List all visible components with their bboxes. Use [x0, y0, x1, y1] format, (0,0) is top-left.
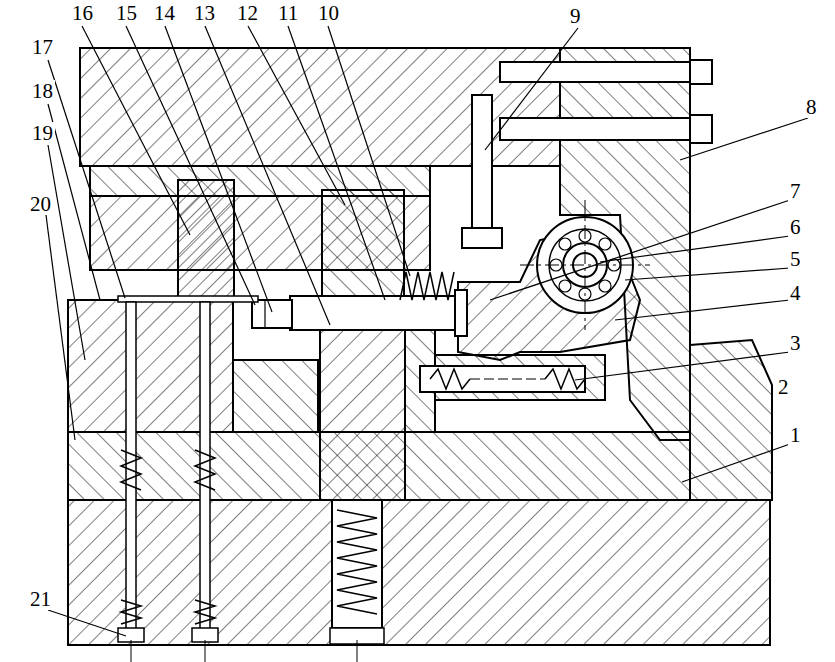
callout-number: 15	[114, 2, 139, 24]
callout-number: 1	[788, 424, 803, 446]
callout-number: 6	[788, 216, 803, 238]
callout-number: 20	[28, 193, 53, 215]
drawing-body	[68, 48, 772, 662]
callout-number: 18	[30, 80, 55, 102]
callout-number: 13	[192, 2, 217, 24]
callout-number: 2	[776, 376, 791, 398]
callout-number: 19	[30, 122, 55, 144]
callout-number: 7	[788, 180, 803, 202]
callout-number: 3	[788, 332, 803, 354]
callout-number: 21	[28, 588, 53, 610]
leader-lines	[46, 26, 808, 636]
callout-number: 10	[316, 2, 341, 24]
callout-number: 9	[568, 5, 583, 27]
callout-number: 16	[70, 2, 95, 24]
callout-number: 8	[804, 96, 819, 118]
callout-number: 11	[276, 2, 300, 24]
callout-number: 17	[30, 36, 55, 58]
callout-number: 4	[788, 282, 803, 304]
callout-number: 14	[152, 2, 177, 24]
callout-number: 5	[788, 248, 803, 270]
callout-number: 12	[235, 2, 260, 24]
